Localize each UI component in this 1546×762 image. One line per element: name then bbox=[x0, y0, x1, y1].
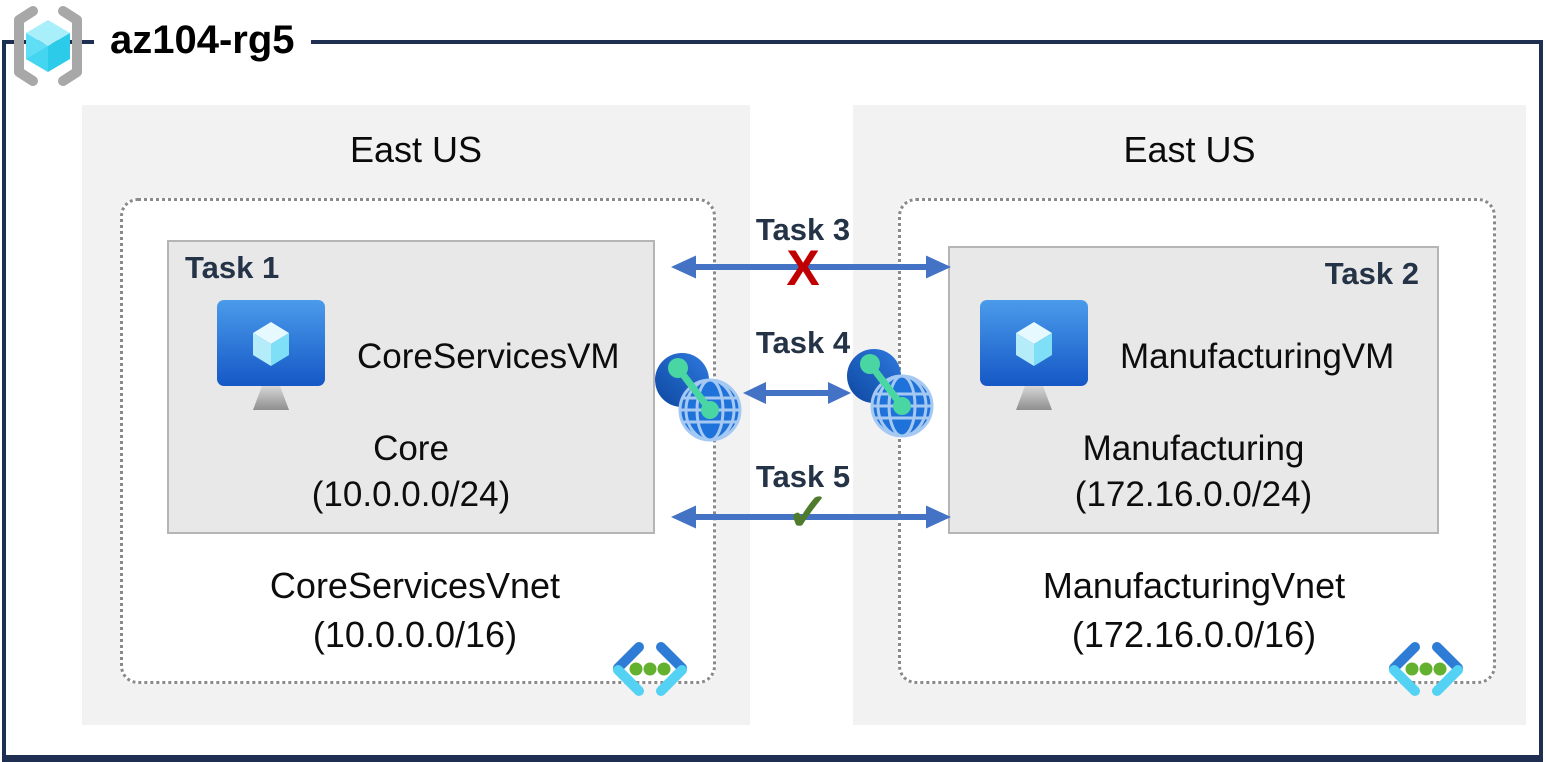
region-title: East US bbox=[1123, 129, 1256, 170]
virtual-machine-icon bbox=[217, 300, 325, 410]
vnet-peering-icon bbox=[655, 353, 742, 442]
vnet-caption: ManufacturingVnet (172.16.0.0/16) bbox=[898, 562, 1490, 659]
vm-row: ManufacturingVM bbox=[978, 298, 1394, 416]
virtual-machine-icon bbox=[980, 300, 1088, 410]
region-title: East US bbox=[349, 129, 483, 170]
virtual-network-icon bbox=[613, 642, 687, 696]
subnet-name: Core bbox=[373, 428, 449, 468]
allowed-check-icon: ✓ bbox=[786, 484, 830, 542]
vnet-peering-icon bbox=[847, 349, 934, 438]
vnet-name: ManufacturingVnet bbox=[1042, 565, 1346, 606]
task-3-double-arrow-icon bbox=[671, 255, 951, 279]
subnet-cidr: (172.16.0.0/24) bbox=[1074, 474, 1313, 514]
vm-name: ManufacturingVM bbox=[1120, 337, 1395, 376]
vm-row: CoreServicesVM bbox=[215, 298, 620, 416]
task-2-label: Task 2 bbox=[1324, 256, 1419, 291]
task-3-label: Task 3 bbox=[755, 212, 851, 247]
resource-group-title: az104-rg5 bbox=[94, 14, 311, 66]
resource-group-frame bbox=[2, 40, 1543, 762]
vm-name: CoreServicesVM bbox=[357, 337, 620, 376]
vnet-name: CoreServicesVnet bbox=[269, 565, 561, 606]
task-1-label: Task 1 bbox=[185, 250, 280, 285]
subnet-cidr: (10.0.0.0/24) bbox=[311, 474, 511, 514]
vnet-caption: CoreServicesVnet (10.0.0.0/16) bbox=[120, 562, 710, 659]
vnet-cidr: (172.16.0.0/16) bbox=[1071, 613, 1317, 655]
task-4-double-arrow-icon bbox=[743, 382, 851, 404]
task-5-double-arrow-icon bbox=[671, 505, 951, 529]
resource-group-icon bbox=[14, 6, 82, 86]
vnet-cidr: (10.0.0.0/16) bbox=[312, 613, 518, 655]
subnet-manufacturing-box: Task 2 ManufacturingVM Man bbox=[948, 246, 1439, 534]
virtual-network-icon bbox=[1389, 642, 1463, 696]
subnet-core-box: Task 1 CoreServicesVM Core bbox=[167, 240, 655, 534]
subnet-caption: Core (10.0.0.0/24) bbox=[169, 426, 653, 518]
subnet-name: Manufacturing bbox=[1082, 428, 1305, 468]
task-4-label: Task 4 bbox=[755, 325, 851, 360]
subnet-caption: Manufacturing (172.16.0.0/24) bbox=[950, 426, 1437, 518]
blocked-x-icon: X bbox=[786, 240, 820, 296]
task-5-label: Task 5 bbox=[755, 459, 851, 494]
